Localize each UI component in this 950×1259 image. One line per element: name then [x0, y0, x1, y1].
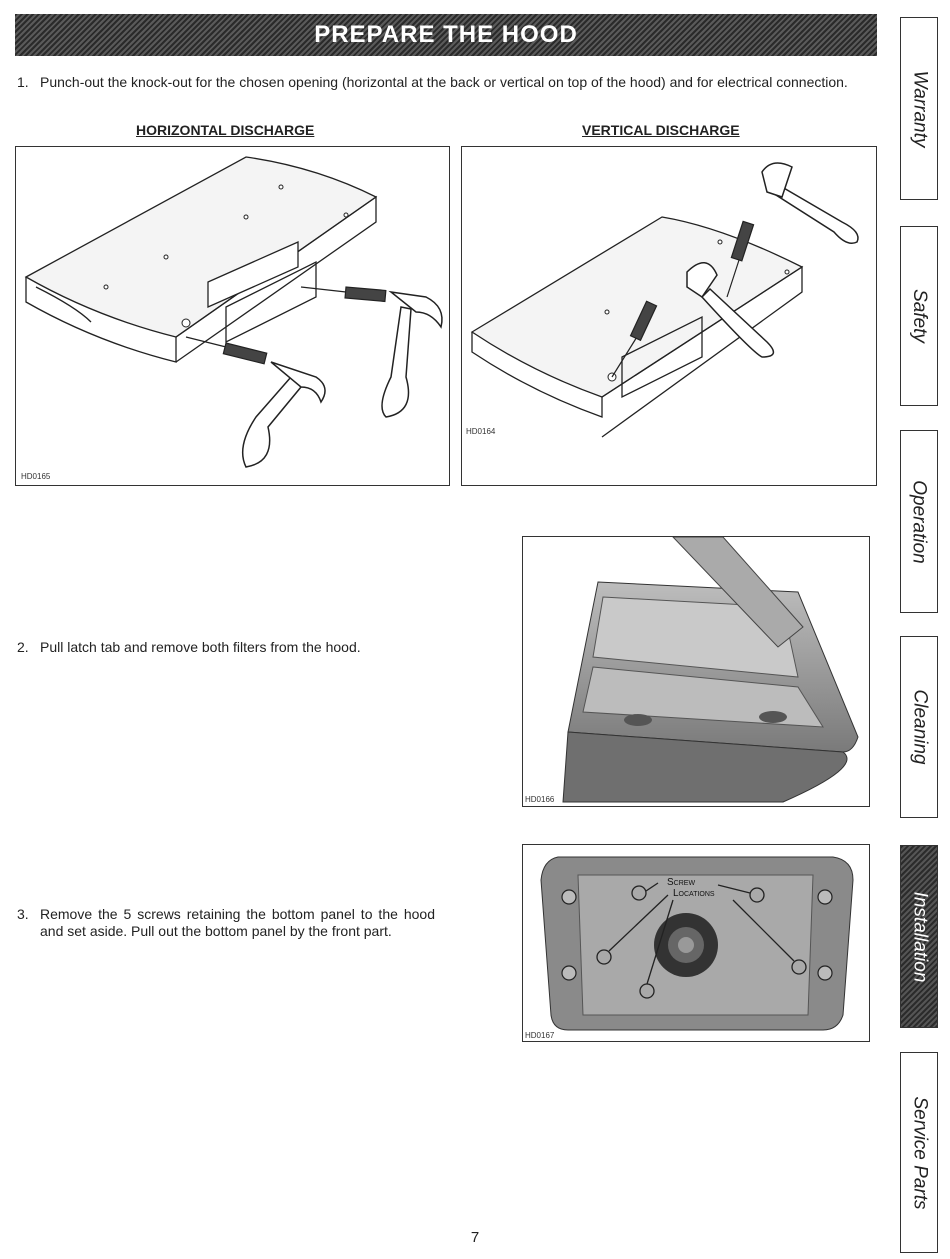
tab-installation[interactable]: Installation [900, 845, 938, 1028]
horizontal-discharge-heading: HORIZONTAL DISCHARGE [136, 122, 315, 138]
step-1: 1. Punch-out the knock-out for the chose… [17, 74, 875, 91]
horizontal-discharge-figure: HD0165 [15, 146, 450, 486]
section-title: PREPARE THE HOOD [314, 21, 578, 48]
figure-code: HD0164 [466, 427, 496, 436]
step-3-number: 3. [17, 906, 29, 922]
section-banner: PREPARE THE HOOD [15, 14, 877, 56]
step-1-text: Punch-out the knock-out for the chosen o… [40, 74, 848, 90]
hood-horizontal-illustration [24, 156, 443, 468]
tab-warranty-label: Warranty [909, 70, 931, 147]
step-2-text: Pull latch tab and remove both filters f… [40, 639, 361, 655]
step-1-number: 1. [17, 74, 29, 90]
tab-cleaning[interactable]: Cleaning [900, 636, 938, 818]
vertical-discharge-figure: HD0164 [461, 146, 877, 486]
screw-locations-figure: Screw Locations HD0167 [522, 844, 870, 1042]
hood-vertical-illustration [470, 162, 859, 438]
tab-operation-label: Operation [909, 479, 931, 564]
callout-line-2: Locations [673, 888, 715, 899]
figure-code: HD0166 [525, 795, 555, 804]
step-3-text: Remove the 5 screws retaining the bottom… [40, 906, 435, 939]
tab-safety[interactable]: Safety [900, 226, 938, 406]
tab-service-parts-label: Service Parts [909, 1096, 931, 1209]
filter-removal-figure: HD0166 [522, 536, 870, 807]
filter-removal-photo [562, 537, 859, 803]
tab-warranty[interactable]: Warranty [900, 17, 938, 200]
step-2: 2. Pull latch tab and remove both filter… [17, 639, 457, 656]
step-3: 3. Remove the 5 screws retaining the bot… [17, 906, 435, 940]
figure-code: HD0167 [525, 1031, 555, 1040]
tab-installation-label: Installation [909, 891, 930, 982]
tab-service-parts[interactable]: Service Parts [900, 1052, 938, 1253]
vertical-discharge-heading: VERTICAL DISCHARGE [582, 122, 740, 138]
page-number: 7 [470, 1229, 480, 1246]
tab-operation[interactable]: Operation [900, 430, 938, 613]
tab-safety-label: Safety [909, 289, 930, 343]
screw-locations-callout: Screw Locations [667, 877, 715, 899]
figure-code: HD0165 [21, 472, 51, 481]
tab-cleaning-label: Cleaning [909, 689, 930, 765]
step-2-number: 2. [17, 639, 29, 655]
callout-line-1: Screw [667, 877, 696, 888]
bottom-panel-photo [540, 856, 854, 1031]
